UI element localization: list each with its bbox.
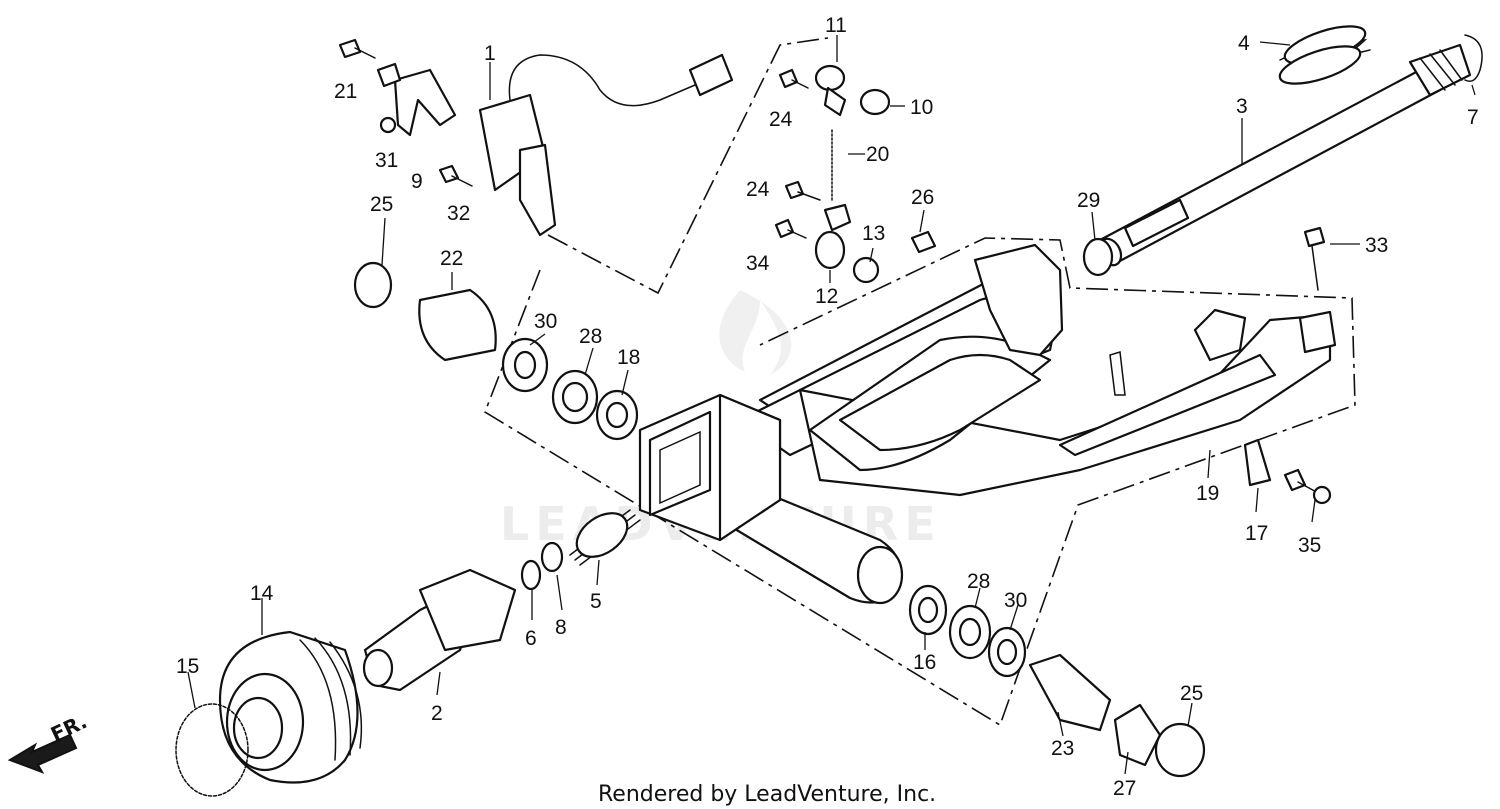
callout-29: 29 [1077,189,1100,212]
callout-21: 21 [334,80,357,103]
sensor-assembly [478,53,734,237]
callout-13: 13 [862,222,885,245]
callout-22: 22 [440,247,463,270]
callout-28b: 28 [967,570,990,593]
callout-2: 2 [431,702,443,725]
callout-14: 14 [250,582,274,605]
callout-27: 27 [1113,777,1136,800]
bracket-9 [393,68,457,137]
leader-lines [187,35,1476,775]
callout-25b: 25 [1180,682,1203,705]
callout-24b: 24 [746,178,770,201]
callout-24a: 24 [769,108,793,131]
assembly-boundary-sensor [547,37,829,295]
callout-16: 16 [913,651,936,674]
pivot-bearings-left [353,237,1114,441]
callout-4: 4 [1238,32,1250,55]
pivot-bearings-right [908,584,1206,778]
callout-30a: 30 [534,310,557,333]
callout-17: 17 [1245,522,1268,545]
callout-1: 1 [484,42,496,65]
callout-26: 26 [911,186,934,209]
callout-3: 3 [1236,95,1248,118]
callout-6: 6 [525,627,537,650]
callout-labels: 1 2 3 4 5 6 7 8 9 10 11 12 13 14 15 16 1… [176,14,1479,800]
callout-7: 7 [1467,106,1479,129]
callout-12: 12 [815,285,838,308]
front-direction-label: FR. [47,709,91,746]
callout-8: 8 [555,616,567,639]
callout-10: 10 [910,96,933,119]
small-fasteners [338,38,1332,505]
callout-35: 35 [1298,534,1321,557]
callout-19: 19 [1196,482,1219,505]
linkage-rod [814,64,937,284]
spring-4 [1278,25,1371,85]
callout-25a: 25 [370,193,393,216]
front-direction-arrow: FR. [7,709,91,774]
callout-11: 11 [825,14,847,37]
callout-31: 31 [375,149,398,172]
callout-32: 32 [447,202,470,225]
universal-joint [362,509,641,692]
callout-30b: 30 [1004,589,1027,612]
footer-credit: Rendered by LeadVenture, Inc. [598,782,936,807]
callout-28a: 28 [579,325,602,348]
callout-23: 23 [1051,737,1074,760]
swingarm [638,243,1337,605]
callout-5: 5 [590,590,602,613]
circlip-7 [1464,34,1483,82]
assembly-boundary-swingarm [484,237,1356,727]
callout-15: 15 [176,655,199,678]
brake-drum [175,630,363,797]
callout-34: 34 [746,252,770,275]
callout-18: 18 [617,346,640,369]
callout-33: 33 [1365,234,1388,257]
callout-20: 20 [866,143,889,166]
callout-9: 9 [411,170,423,193]
